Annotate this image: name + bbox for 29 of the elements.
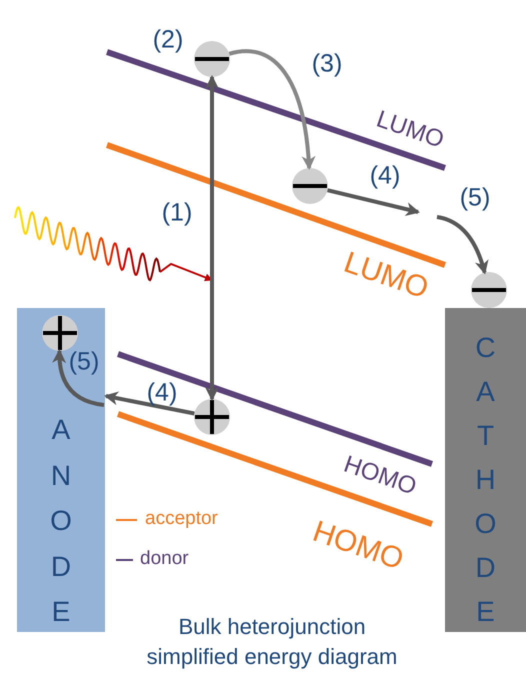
legend-label: acceptor [145,509,218,528]
arrow [104,391,195,416]
step-number: (1) [162,200,192,226]
electrode-panel [445,308,526,632]
step-number: (2) [152,28,184,52]
legend-label: donor [140,549,189,568]
energy-level-label: LUMO [373,107,447,153]
electrode-panel [17,308,105,632]
caption: Bulk heterojunction simplified energy diagram [146,613,398,671]
energy-level-label: LUMO [340,248,432,304]
energy-level-label: HOMO [340,452,420,500]
electrode-label: ANODE [49,413,73,629]
step-number: (3) [312,52,342,76]
arrow [205,75,219,401]
step-number: (4) [370,164,400,188]
electron-circle [194,41,230,77]
step-number: (4) [146,380,178,406]
energy-level-label: HOMO [309,516,407,576]
arrow [52,349,104,407]
hole-circle [42,315,78,351]
arrow [327,188,420,216]
electrode-label: CATHODE [474,331,498,629]
step-number: (5) [68,350,100,374]
arrow [436,215,488,274]
step-number: (5) [460,186,490,210]
electron-circle [471,272,507,308]
hole-circle [194,399,230,435]
electron-circle [292,168,328,204]
arrow [228,49,316,170]
